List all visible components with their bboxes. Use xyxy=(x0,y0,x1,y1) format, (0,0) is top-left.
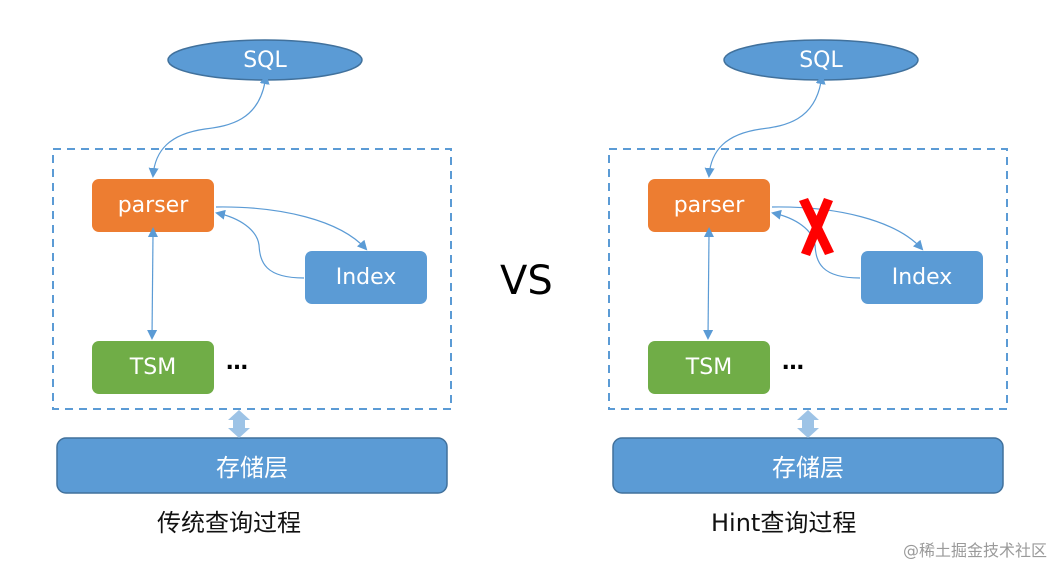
parser-tsm-arrow xyxy=(147,227,158,340)
blocked-cross-icon xyxy=(799,198,834,256)
index-node xyxy=(305,251,427,304)
parser-tsm-arrow xyxy=(703,227,714,340)
parser-node xyxy=(648,179,770,232)
tsm-node-label: TSM xyxy=(129,355,177,380)
storage-layer-label: 存储层 xyxy=(772,454,844,482)
sql-parser-arrow xyxy=(148,74,270,178)
more-components-ellipsis: … xyxy=(782,350,805,375)
watermark: @稀土掘金技术社区 xyxy=(902,541,1047,560)
storage-layer-label: 存储层 xyxy=(216,454,288,482)
parser-node xyxy=(92,179,214,232)
sql-node-label: SQL xyxy=(243,47,287,73)
index-parser-arrow xyxy=(771,209,861,279)
tsm-node xyxy=(648,341,770,394)
sql-parser-arrow xyxy=(704,74,826,178)
tsm-node xyxy=(92,341,214,394)
more-components-ellipsis: … xyxy=(226,350,249,375)
engine-storage-arrow xyxy=(228,410,250,438)
sql-node-label: SQL xyxy=(799,47,843,73)
storage-layer-node xyxy=(56,437,448,494)
index-node-label: Index xyxy=(891,265,953,290)
parser-node-label: parser xyxy=(673,193,745,218)
parser-index-arrow xyxy=(771,206,924,251)
panel-traditional xyxy=(52,39,452,494)
hint-caption: Hint查询过程 xyxy=(711,509,857,537)
parser-node-label: parser xyxy=(117,193,189,218)
traditional-caption: 传统查询过程 xyxy=(157,509,301,537)
parser-index-arrow xyxy=(215,206,368,251)
panel-hint xyxy=(608,39,1008,494)
vs-label: VS xyxy=(500,258,553,304)
index-node xyxy=(861,251,983,304)
tsm-node-label: TSM xyxy=(685,355,733,380)
engine-storage-arrow xyxy=(797,410,819,438)
index-parser-arrow xyxy=(215,209,305,279)
index-node-label: Index xyxy=(335,265,397,290)
